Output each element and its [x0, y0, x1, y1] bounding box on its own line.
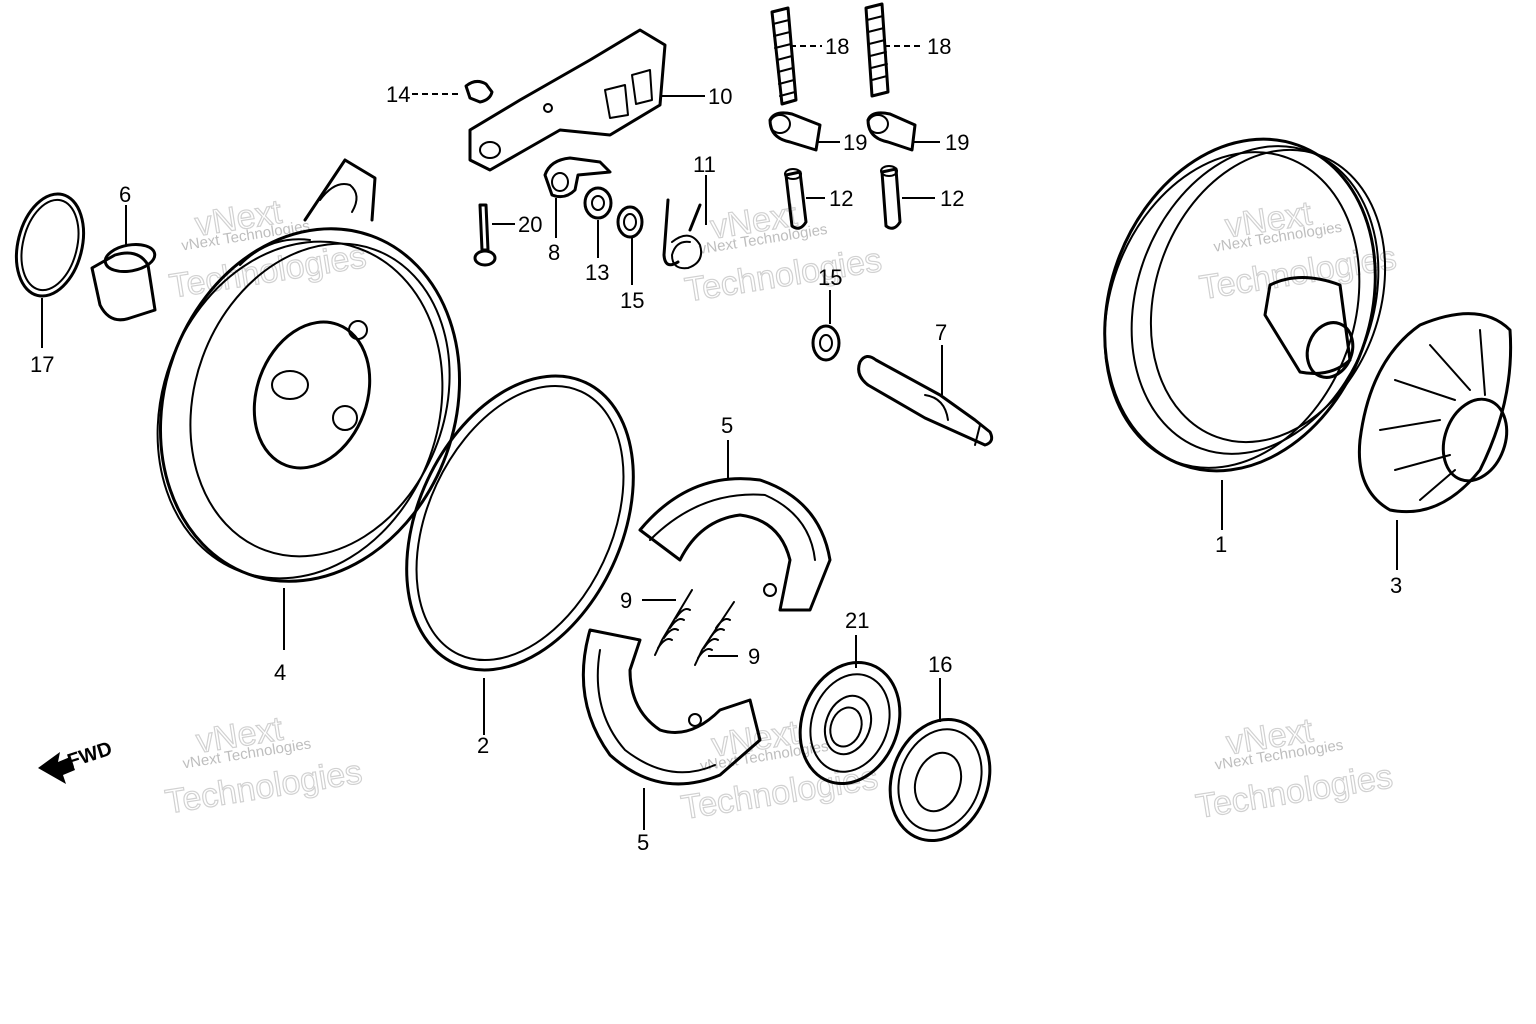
part-14-nut [412, 79, 494, 104]
part-21-bearing [798, 635, 902, 786]
part-7-brake-cam [857, 345, 994, 447]
part-17-snap-ring [14, 192, 86, 348]
callout-21: 21 [845, 608, 869, 633]
part-19-collar-left [768, 111, 840, 152]
callout-16: 16 [928, 652, 952, 677]
callout-9-lower: 9 [748, 644, 760, 669]
part-5-brake-shoe-lower [581, 628, 762, 830]
callout-2: 2 [477, 733, 489, 758]
callout-10: 10 [708, 84, 732, 109]
callout-3: 3 [1390, 573, 1402, 598]
callout-1: 1 [1215, 532, 1227, 557]
part-3-hub-cover [1357, 312, 1513, 570]
callout-11: 11 [693, 152, 716, 177]
callout-15-lower: 15 [818, 265, 842, 290]
callout-12-left: 12 [829, 186, 853, 211]
part-6-collar [90, 205, 157, 322]
part-18-stud-left [770, 6, 822, 106]
part-10-brake-arm [468, 28, 705, 172]
part-11-return-spring [662, 175, 707, 270]
callout-6: 6 [119, 182, 131, 207]
fwd-label: FWD [65, 738, 115, 773]
part-5-brake-shoe-upper [638, 440, 832, 612]
part-9-spring-lower [694, 601, 738, 666]
watermark-bottom-left: vNext Technologies vNext Technologies [162, 709, 365, 822]
callout-9-upper: 9 [620, 588, 632, 613]
part-18-stud-right [864, 2, 922, 98]
callout-14: 14 [386, 82, 410, 107]
part-8-wear-indicator [543, 156, 612, 238]
callout-8: 8 [548, 240, 560, 265]
fwd-arrow: FWD [38, 738, 115, 784]
part-15-seal-upper [616, 205, 644, 285]
part-12-pin-left [784, 168, 825, 230]
callout-5-lower: 5 [637, 830, 649, 855]
callout-20: 20 [518, 212, 542, 237]
callout-12-right: 12 [940, 186, 964, 211]
part-19-collar-right [866, 111, 940, 152]
part-4-brake-panel [156, 158, 462, 650]
callout-19-right: 19 [945, 130, 969, 155]
part-2-seal-ring [405, 374, 635, 735]
part-20-bolt [473, 203, 515, 267]
callout-19-left: 19 [843, 130, 867, 155]
callout-15-upper: 15 [620, 288, 644, 313]
watermark-top-right: vNext Technologies vNext Technologies [1196, 194, 1399, 308]
part-13-washer [583, 186, 613, 258]
part-16-oil-seal [888, 678, 992, 843]
part-1-brake-drum [1103, 137, 1387, 530]
watermark-bottom-right: vNext Technologies vNext Technologies [1193, 711, 1396, 827]
part-9-spring-upper [642, 589, 693, 656]
callout-7: 7 [935, 320, 947, 345]
callout-4: 4 [274, 660, 286, 685]
callout-13: 13 [585, 260, 609, 285]
part-15-seal-lower [811, 290, 841, 362]
callout-5-upper: 5 [721, 413, 733, 438]
part-12-pin-right [880, 165, 935, 230]
callout-17: 17 [30, 352, 54, 377]
callout-18-left: 18 [825, 34, 849, 59]
callout-18-right: 18 [927, 34, 951, 59]
